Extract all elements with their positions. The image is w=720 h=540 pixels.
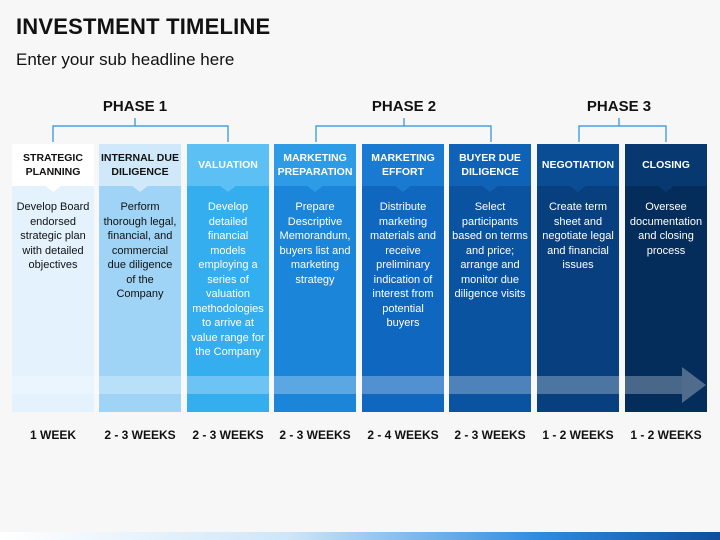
step-title: INTERNAL DUE DILIGENCE: [99, 144, 181, 186]
step-body: Distribute marketing materials and recei…: [362, 186, 444, 412]
step-title: NEGOTIATION: [537, 144, 619, 186]
step-body: Perform thorough legal, financial, and c…: [99, 186, 181, 412]
step-pointer: [394, 185, 412, 192]
step-description: Distribute marketing materials and recei…: [369, 201, 437, 329]
timeline-step-7: NEGOTIATION Create term sheet and negotia…: [537, 144, 619, 412]
step-pointer: [306, 185, 324, 192]
step-description: Oversee documentation and closing proces…: [629, 201, 703, 257]
phase-label-2: PHASE 2: [371, 98, 437, 115]
step-body: Select participants based on terms and p…: [449, 186, 531, 412]
step-duration: 2 - 4 WEEKS: [367, 428, 439, 442]
timeline-step-3: VALUATION Develop detailed financial mode…: [187, 144, 269, 412]
timeline-step-5: MARKETING EFFORT Distribute marketing mat…: [362, 144, 444, 412]
step-pointer: [219, 185, 237, 192]
step-title: CLOSING: [625, 144, 707, 186]
phase-label-3: PHASE 3: [586, 98, 652, 115]
step-duration: 2 - 3 WEEKS: [279, 428, 351, 442]
step-duration: 2 - 3 WEEKS: [454, 428, 526, 442]
step-pointer: [131, 185, 149, 192]
timeline-step-8: CLOSING Oversee documentation and closing…: [625, 144, 707, 412]
phase-3-bracket: [578, 118, 667, 142]
sub-headline: Enter your sub headline here: [16, 50, 235, 69]
step-duration: 2 - 3 WEEKS: [104, 428, 176, 442]
step-duration: 1 WEEK: [29, 428, 76, 442]
phase-label-1: PHASE 1: [102, 98, 168, 115]
step-description: Select participants based on terms and p…: [452, 201, 528, 300]
step-body: Create term sheet and negotiate legal an…: [537, 186, 619, 412]
step-body: Prepare Descriptive Memorandum, buyers l…: [274, 186, 356, 412]
step-duration: 1 - 2 WEEKS: [542, 428, 614, 442]
page-title: INVESTMENT TIMELINE: [16, 14, 271, 39]
step-pointer: [481, 185, 499, 192]
step-title: MARKETING PREPARATION: [274, 144, 356, 186]
phase-2-bracket: [315, 118, 492, 142]
step-description: Prepare Descriptive Memorandum, buyers l…: [279, 201, 351, 286]
step-body: Oversee documentation and closing proces…: [625, 186, 707, 412]
phase-1-bracket: [52, 118, 229, 142]
timeline-step-6: BUYER DUE DILIGENCE Select participants b…: [449, 144, 531, 412]
step-description: Develop detailed financial models employ…: [191, 201, 265, 358]
step-pointer: [44, 185, 62, 192]
step-body: Develop Board endorsed strategic plan wi…: [12, 186, 94, 412]
step-description: Create term sheet and negotiate legal an…: [542, 201, 614, 271]
step-title: MARKETING EFFORT: [362, 144, 444, 186]
step-title: STRATEGIC PLANNING: [12, 144, 94, 186]
step-title: BUYER DUE DILIGENCE: [449, 144, 531, 186]
step-description: Perform thorough legal, financial, and c…: [103, 201, 177, 300]
step-duration: 1 - 2 WEEKS: [630, 428, 702, 442]
step-pointer: [657, 185, 675, 192]
step-title: VALUATION: [187, 144, 269, 186]
timeline-step-4: MARKETING PREPARATION Prepare Descriptive…: [274, 144, 356, 412]
step-body: Develop detailed financial models employ…: [187, 186, 269, 412]
timeline-step-1: STRATEGIC PLANNING Develop Board endorsed…: [12, 144, 94, 412]
footer-gradient-bar: [0, 532, 720, 540]
timeline-step-2: INTERNAL DUE DILIGENCE Perform thorough l…: [99, 144, 181, 412]
step-description: Develop Board endorsed strategic plan wi…: [16, 201, 90, 271]
step-pointer: [569, 185, 587, 192]
step-duration: 2 - 3 WEEKS: [192, 428, 264, 442]
